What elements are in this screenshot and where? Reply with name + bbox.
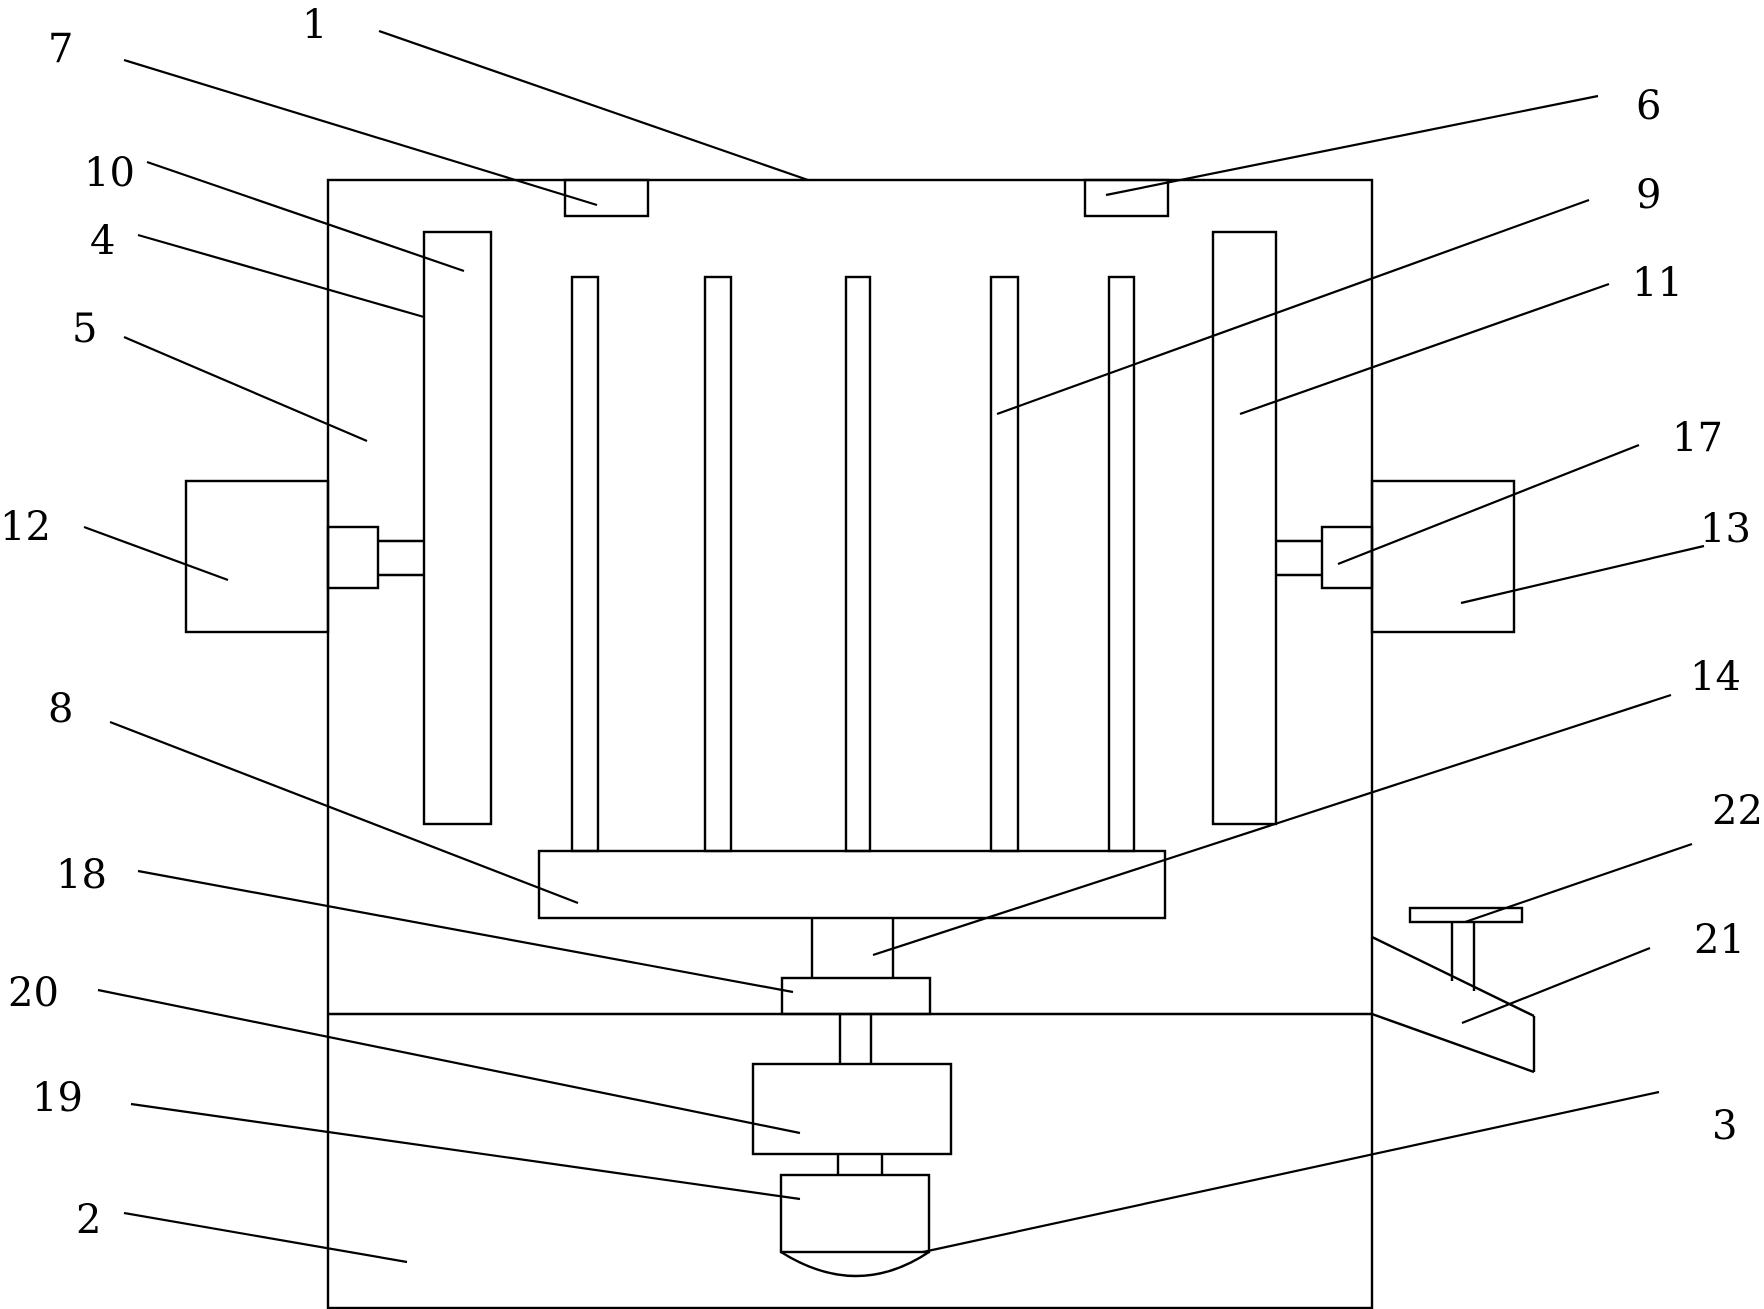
housing <box>326 178 1374 1309</box>
rod-2 <box>703 275 733 853</box>
label-14: 14 <box>1690 654 1741 700</box>
leader-14 <box>872 693 1672 957</box>
leader-9 <box>996 198 1590 416</box>
motor-cap <box>780 1250 930 1278</box>
label-10: 10 <box>84 150 135 196</box>
valve-handle <box>1408 906 1524 924</box>
rod-1 <box>570 275 600 853</box>
label-18: 18 <box>56 852 107 898</box>
top-right-sensor <box>1083 178 1170 218</box>
leader-1 <box>378 29 809 182</box>
leader-7 <box>123 58 598 207</box>
leader-2 <box>123 1211 408 1264</box>
bearing-seat <box>780 976 932 1016</box>
leader-8 <box>109 720 579 905</box>
leader-4 <box>137 233 425 319</box>
right-plate <box>1211 230 1278 826</box>
gearbox <box>751 1062 953 1156</box>
label-3: 3 <box>1712 1103 1737 1149</box>
leader-6 <box>1105 94 1599 197</box>
label-2: 2 <box>76 1197 101 1243</box>
rod-base-plate <box>537 849 1167 920</box>
label-8: 8 <box>48 686 73 732</box>
leader-22 <box>1464 842 1693 924</box>
leader-18 <box>137 869 794 994</box>
label-19: 19 <box>32 1075 83 1121</box>
top-left-sensor <box>563 178 650 218</box>
leader-12 <box>83 525 229 582</box>
label-17: 17 <box>1672 415 1723 461</box>
leader-20 <box>97 988 801 1135</box>
leader-5 <box>123 335 368 443</box>
rod-3 <box>844 275 872 853</box>
right-coupler <box>1320 525 1374 590</box>
leader-3 <box>922 1090 1660 1254</box>
label-13: 13 <box>1700 506 1751 552</box>
label-21: 21 <box>1694 917 1745 963</box>
label-11: 11 <box>1632 260 1683 306</box>
label-20: 20 <box>8 970 59 1016</box>
label-5: 5 <box>72 306 97 352</box>
label-22: 22 <box>1712 788 1763 834</box>
label-12: 12 <box>0 504 51 550</box>
leader-19 <box>130 1102 801 1201</box>
machine-drawing <box>184 178 1536 1309</box>
label-4: 4 <box>90 218 115 264</box>
label-6: 6 <box>1636 83 1661 129</box>
leader-lines <box>83 29 1705 1264</box>
label-7: 7 <box>48 26 73 72</box>
left-side-motor <box>184 479 330 634</box>
leader-17 <box>1337 443 1640 566</box>
chute-lower-edge <box>1371 1012 1535 1074</box>
motor <box>779 1173 931 1254</box>
label-9: 9 <box>1636 172 1661 218</box>
rod-5 <box>1107 275 1136 853</box>
leader-21 <box>1461 946 1651 1025</box>
reference-numerals: 1 7 6 10 9 4 11 5 17 12 13 8 14 22 18 21… <box>0 2 1763 1243</box>
left-coupler <box>326 525 380 590</box>
label-1: 1 <box>302 2 327 48</box>
left-plate <box>422 230 493 826</box>
leader-11 <box>1239 282 1610 416</box>
rod-4 <box>989 275 1020 853</box>
leader-10 <box>146 160 465 273</box>
leader-13 <box>1460 544 1705 605</box>
